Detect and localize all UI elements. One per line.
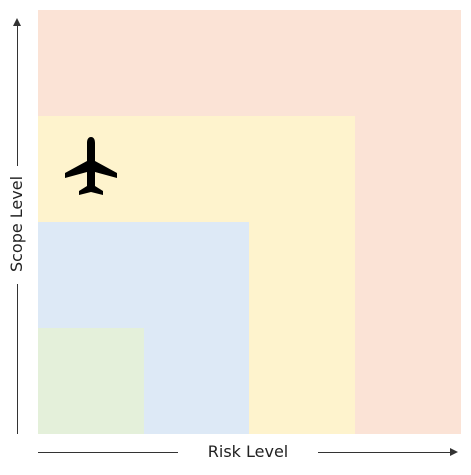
x-axis-label: Risk Level [207, 442, 289, 461]
y-axis-line-bottom [17, 284, 18, 434]
y-axis-arrow [13, 18, 21, 26]
y-axis-line-top [17, 26, 18, 166]
x-axis-arrow [450, 448, 458, 456]
airplane-icon [65, 137, 117, 195]
zone-core [38, 328, 144, 434]
x-axis-line-left [38, 452, 178, 453]
y-axis-label: Scope Level [7, 175, 26, 273]
x-axis-line-right [318, 452, 452, 453]
risk-scope-plot [38, 10, 461, 434]
